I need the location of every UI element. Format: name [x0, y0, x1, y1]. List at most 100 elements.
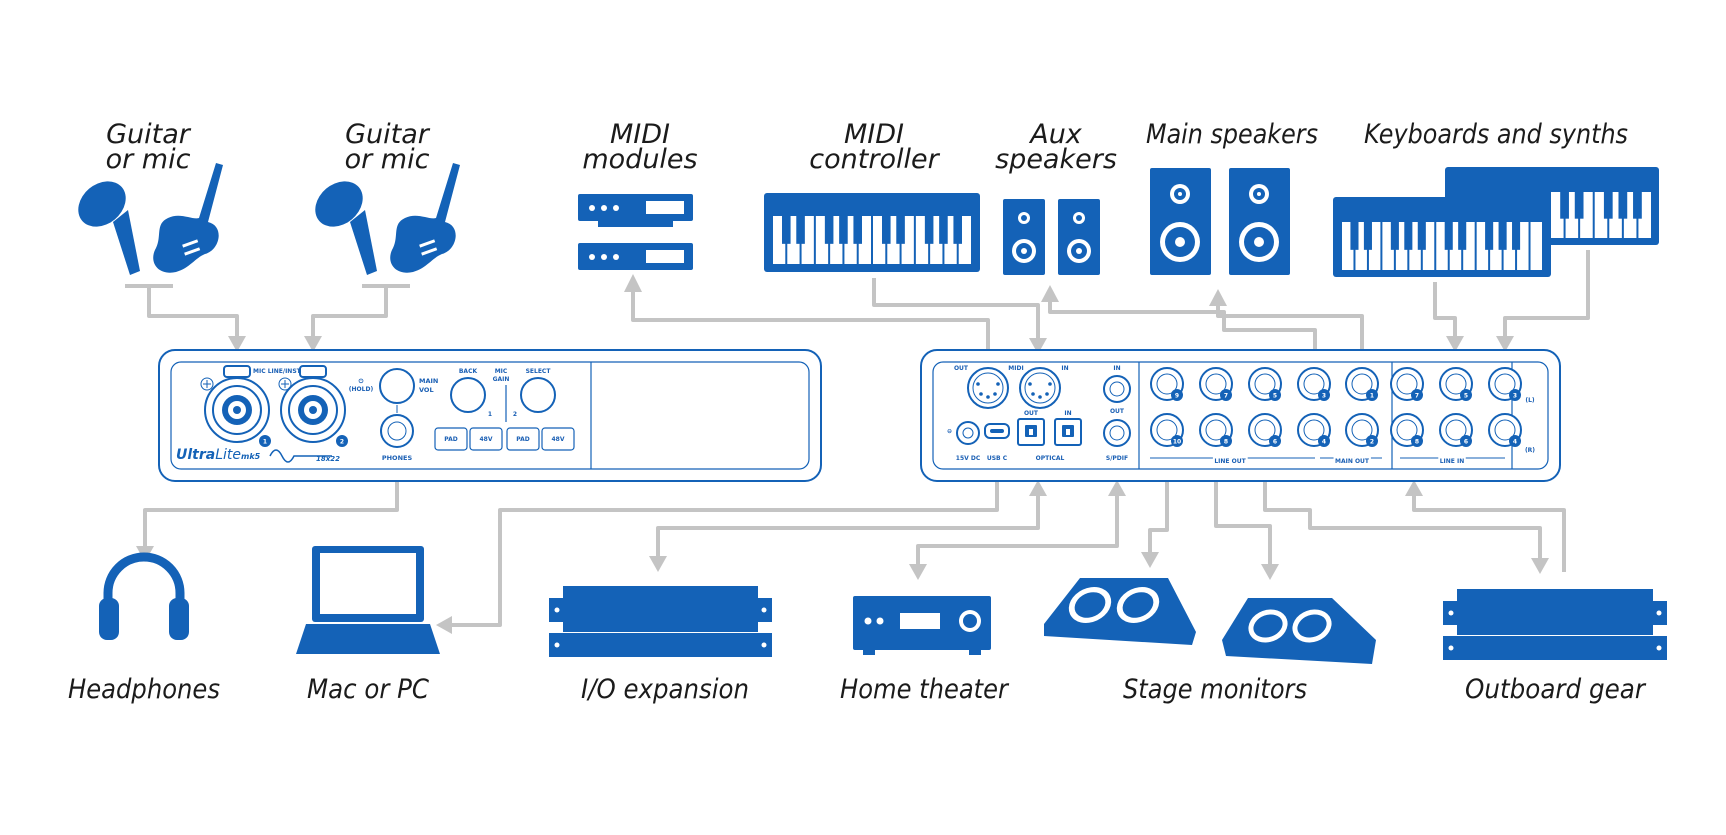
pad-button-1[interactable]: PAD	[434, 427, 468, 451]
aux-speakers-label-2: speakers	[995, 144, 1117, 175]
rear-panel: OUT MIDI IN IN OUT S/PDIF ⊖ 15V DC USB C	[920, 349, 1561, 482]
back-knob[interactable]	[450, 377, 486, 413]
white-key	[1503, 222, 1516, 270]
stage-monitors-label: Stage monitors	[1123, 674, 1307, 705]
mic-gain-label: MIC	[495, 368, 508, 375]
cables	[125, 250, 1590, 634]
power-icon: ⏻	[359, 378, 364, 385]
black-key	[1458, 222, 1467, 250]
white-key	[1368, 222, 1381, 270]
mac-pc-label: Mac or PC	[307, 674, 429, 705]
black-key	[939, 216, 948, 244]
combo-input-2[interactable]: 2	[278, 365, 348, 447]
black-key	[1350, 222, 1359, 250]
optical-out-port[interactable]	[1017, 418, 1045, 446]
mic-icon	[315, 181, 377, 275]
stage-monitor-icon	[1044, 578, 1196, 645]
quarter-inch-jack[interactable]: 8	[1199, 413, 1233, 447]
optical-in-port[interactable]	[1054, 418, 1082, 446]
outboard-gear-label: Outboard gear	[1465, 674, 1647, 705]
outboard-gear-icon	[1443, 589, 1667, 660]
jack-number: 3	[1513, 393, 1517, 400]
midi-in-port[interactable]	[1019, 367, 1061, 409]
midi-label: MIDI	[1008, 365, 1023, 372]
quarter-inch-jack[interactable]: 3	[1488, 367, 1522, 401]
svg-text:48V: 48V	[552, 436, 565, 443]
home-theater-label: Home theater	[840, 674, 1010, 705]
front-panel: 1 2 MIC LINE/INST ⏻ (HOLD) MAIN VOL PHON…	[158, 349, 822, 482]
black-key	[1603, 192, 1613, 219]
aux-speakers-label: Aux	[1028, 119, 1083, 150]
jack-number: 2	[340, 439, 344, 446]
white-key	[1342, 222, 1354, 270]
black-key	[1633, 192, 1642, 219]
midi-out-port[interactable]	[967, 367, 1009, 409]
mic-gain-label-2: GAIN	[493, 376, 510, 383]
quarter-inch-jack[interactable]: 1	[1345, 367, 1379, 401]
keyboards-synths-icon	[1328, 167, 1659, 282]
keyboards-synths-label: Keyboards and synths	[1364, 119, 1628, 150]
jack-number: 7	[1224, 393, 1228, 400]
black-key	[782, 216, 791, 244]
io-expansion-icon	[549, 586, 772, 657]
jack-number: 9	[1175, 393, 1179, 400]
optical-out-label: OUT	[1024, 410, 1039, 417]
quarter-inch-jack[interactable]: 2	[1345, 413, 1379, 447]
jack-number: 1	[1370, 393, 1374, 400]
line-in-label: LINE IN	[1440, 458, 1465, 465]
select-knob[interactable]	[520, 377, 556, 413]
quarter-inch-jack[interactable]: 6	[1248, 413, 1282, 447]
combo-input-1[interactable]: 1	[200, 365, 271, 447]
phantom-48v-button-1[interactable]: 48V	[469, 427, 503, 451]
jack-number: 2	[1370, 439, 1374, 446]
quarter-inch-jack[interactable]: 9	[1150, 367, 1184, 401]
midi-controller-icon	[764, 193, 980, 272]
black-key	[882, 216, 891, 244]
black-key	[953, 216, 962, 244]
pad-button-2[interactable]: PAD	[506, 427, 540, 451]
quarter-inch-jack[interactable]: 5	[1248, 367, 1282, 401]
guitar-mic-2-label: Guitar	[345, 119, 431, 150]
black-key	[1444, 222, 1453, 250]
jack-number: 5	[1273, 393, 1277, 400]
white-key	[1463, 222, 1475, 270]
aux-speakers-icon	[1003, 199, 1100, 275]
main-speakers-icon	[1150, 168, 1290, 275]
black-key	[1390, 222, 1399, 250]
quarter-inch-jack[interactable]: 5	[1439, 367, 1473, 401]
quarter-inch-jack[interactable]: 7	[1390, 367, 1424, 401]
quarter-inch-jack[interactable]: 4	[1488, 413, 1522, 447]
main-volume-knob[interactable]	[379, 368, 415, 404]
guitar-mic-1-label: Guitar	[106, 119, 192, 150]
quarter-inch-jack[interactable]: 4	[1297, 413, 1331, 447]
jack-number: 4	[1513, 439, 1517, 446]
black-key	[839, 216, 848, 244]
jack-number: 10	[1173, 439, 1181, 446]
spdif-label: S/PDIF	[1106, 455, 1128, 462]
black-key	[1574, 192, 1584, 219]
optical-label: OPTICAL	[1036, 455, 1065, 462]
guitar-icon	[390, 163, 460, 273]
black-key	[796, 216, 805, 244]
mic-line-inst-label: MIC LINE/INST	[253, 368, 302, 375]
phantom-48v-button-2[interactable]: 48V	[541, 427, 575, 451]
jack-number: 6	[1464, 439, 1468, 446]
jack-number: 6	[1273, 439, 1277, 446]
white-key	[1530, 222, 1542, 270]
usb-c-label: USB C	[987, 455, 1008, 462]
spdif-in-label: IN	[1113, 365, 1120, 372]
quarter-inch-jack[interactable]: 6	[1439, 413, 1473, 447]
white-key	[1476, 222, 1489, 270]
white-key	[1449, 222, 1462, 270]
quarter-inch-jack[interactable]: 8	[1390, 413, 1424, 447]
quarter-inch-jack[interactable]: 10	[1150, 413, 1184, 447]
quarter-inch-jack[interactable]: 3	[1297, 367, 1331, 401]
quarter-inch-jack[interactable]: 7	[1199, 367, 1233, 401]
io-expansion-label: I/O expansion	[581, 674, 749, 705]
ultralite-logo: UltraLitemk5 18x22	[176, 447, 340, 463]
white-key	[1436, 222, 1448, 270]
dc-label: 15V DC	[956, 455, 981, 462]
main-speakers-label: Main speakers	[1146, 119, 1318, 150]
guitar-mic-2-label-2: or mic	[345, 144, 430, 175]
select-label: SELECT	[526, 368, 552, 375]
